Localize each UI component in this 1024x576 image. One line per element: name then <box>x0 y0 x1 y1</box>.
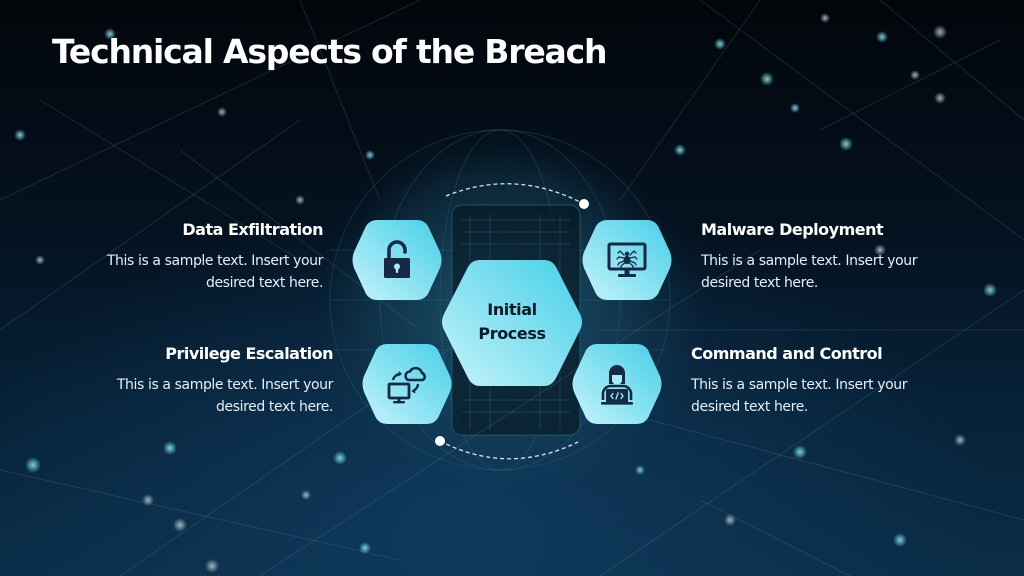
node-description: This is a sample text. Insert your desir… <box>691 377 908 415</box>
unlocked-padlock-icon <box>352 220 442 300</box>
node-description: This is a sample text. Insert your desir… <box>701 253 918 291</box>
node-heading: Malware Deployment <box>701 220 884 239</box>
node-description: This is a sample text. Insert your desir… <box>106 253 323 291</box>
node-data-exfiltration: Data Exfiltration This is a sample text.… <box>106 220 324 294</box>
node-heading: Privilege Escalation <box>165 344 333 363</box>
slide-title: Technical Aspects of the Breach <box>52 32 607 71</box>
node-heading: Data Exfiltration <box>182 220 323 239</box>
bottom-connector-dot <box>435 436 445 446</box>
top-connector-dot <box>579 199 589 209</box>
monitor-spider-icon <box>582 220 672 300</box>
hacker-laptop-code-icon <box>572 344 662 424</box>
bottom-connector-arc <box>439 440 579 460</box>
computer-cloud-sync-icon <box>362 344 452 424</box>
node-malware-deployment: Malware Deployment This is a sample text… <box>701 220 917 294</box>
node-description: This is a sample text. Insert your desir… <box>116 377 333 415</box>
center-hexagon <box>442 260 582 386</box>
node-privilege-escalation: Privilege Escalation This is a sample te… <box>116 344 334 418</box>
top-connector-arc <box>445 183 585 205</box>
center-label-line1: Initial <box>487 300 537 319</box>
center-label-line2: Process <box>478 324 546 343</box>
node-command-and-control: Command and Control This is a sample tex… <box>691 344 907 418</box>
node-heading: Command and Control <box>691 344 883 363</box>
center-hexagon-label: Initial Process <box>441 258 583 386</box>
